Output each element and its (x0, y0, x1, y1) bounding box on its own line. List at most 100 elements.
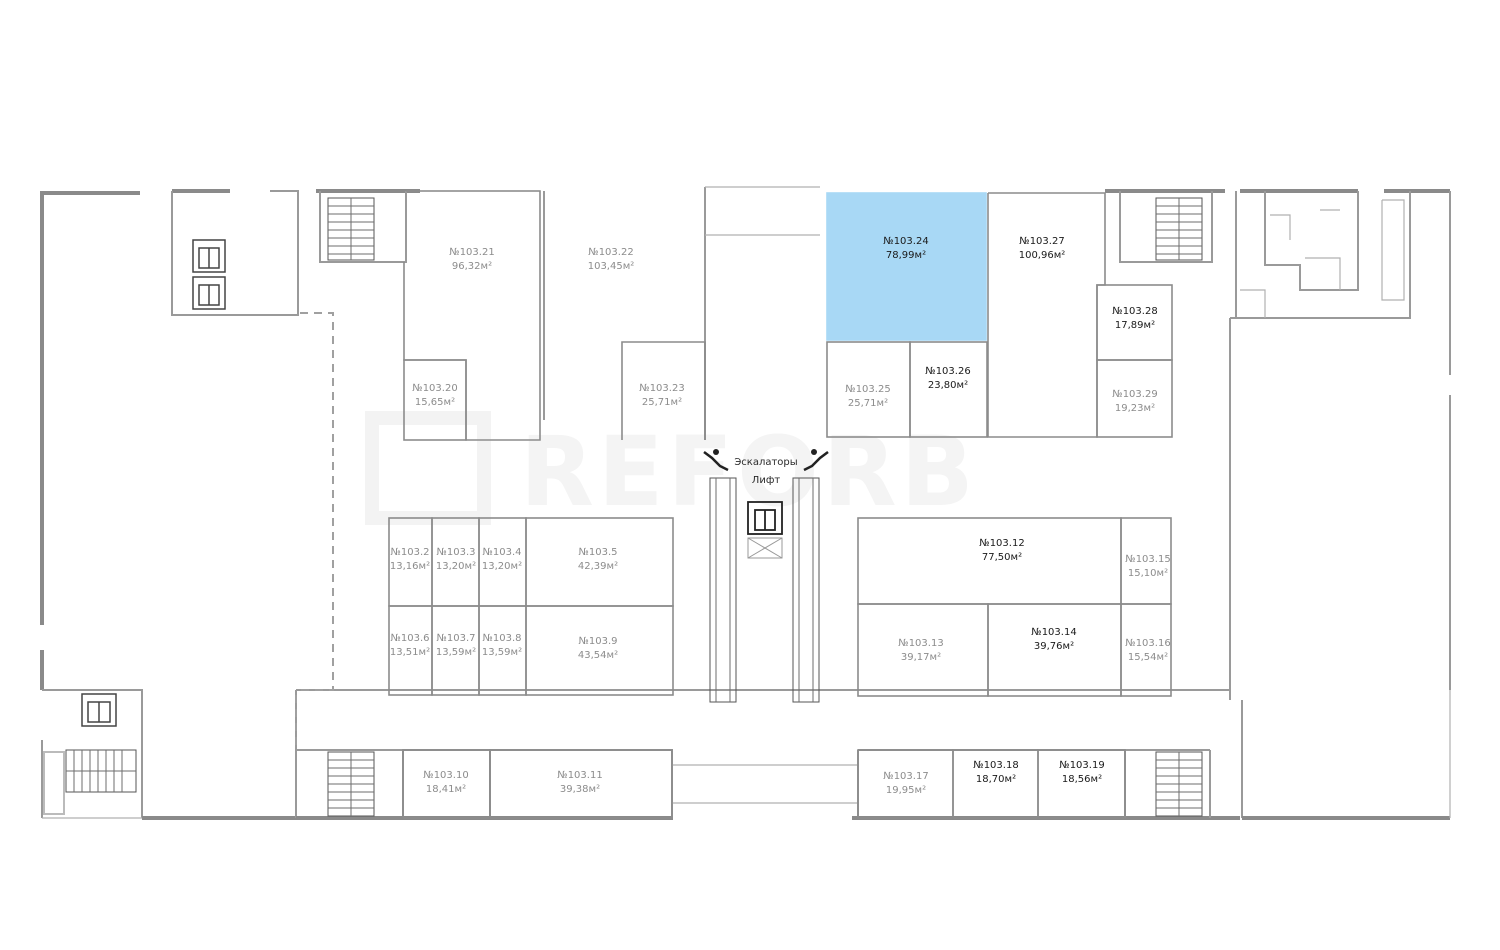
room-number: №103.10 (423, 770, 468, 781)
room-label-103-8: №103.813,59м² (482, 633, 522, 658)
room-label-103-5: №103.5 42,39м² (578, 547, 618, 572)
rooms (388, 190, 1173, 819)
room-103-11[interactable] (489, 749, 673, 819)
room-area: 13,51м² (390, 647, 430, 658)
elevator-shaft (747, 537, 783, 559)
room-103-19[interactable] (1037, 749, 1126, 819)
room-label-103-3: №103.3 13,20м² (436, 547, 476, 572)
room-area: 15,54м² (1128, 652, 1168, 663)
room-103-17[interactable] (857, 749, 954, 819)
room-103-26[interactable] (909, 341, 988, 438)
room-area: 18,56м² (1062, 774, 1102, 785)
room-area: 77,50м² (982, 552, 1022, 563)
central-core: Эскалаторы Лифт (703, 449, 829, 703)
escalators-label: Эскалаторы (734, 457, 797, 468)
room-area: 39,38м² (560, 784, 600, 795)
room-label-103-6: №103.6 13,51м² (390, 633, 430, 658)
escalator-left (709, 477, 737, 703)
watermark-brand: REFORB (520, 416, 978, 528)
room-number: №103.14 (1031, 627, 1076, 638)
room-label-103-28: №103.28 17,89м² (1112, 306, 1157, 331)
room-label-103-20: №103.20 15,65м² (412, 383, 457, 408)
room-label-103-7: №103.7 13,59м² (436, 633, 476, 658)
room-area: 13,59м² (436, 647, 476, 658)
room-number: №103.3 (436, 547, 475, 558)
room-area: 19,23м² (1115, 403, 1155, 414)
room-number: №103.11 (557, 770, 602, 781)
room-label-103-14: №103.14 39,76м² (1031, 627, 1076, 652)
room-label-103-19: №103.19 18,56м² (1059, 760, 1104, 785)
room-103-13[interactable] (857, 603, 989, 697)
elevator-icon (192, 276, 226, 310)
room-number: №103.25 (845, 384, 890, 395)
room-103-23[interactable] (621, 341, 706, 440)
room-number: №103.16 (1125, 638, 1170, 649)
room-label-103-25: №103.25 25,71м² (845, 384, 890, 409)
room-area: 78,99м² (886, 250, 926, 261)
room-number: №103.18 (973, 760, 1018, 771)
room-area: 15,65м² (415, 397, 455, 408)
room-103-24[interactable] (826, 192, 987, 341)
room-103-20[interactable] (403, 359, 467, 441)
room-area: 15,10м² (1128, 568, 1168, 579)
room-number: №103.4 (482, 547, 521, 558)
room-number: №103.12 (979, 538, 1024, 549)
room-number: №103.28 (1112, 306, 1157, 317)
room-number: №103.5 (578, 547, 617, 558)
room-number: №103.29 (1112, 389, 1157, 400)
room-area: 17,89м² (1115, 320, 1155, 331)
escalator-right (792, 477, 820, 703)
room-number: №103.7 (436, 633, 475, 644)
room-area: 13,20м² (436, 561, 476, 572)
elevator-icon (192, 239, 226, 273)
room-label-103-16: №103.16 15,54м² (1125, 638, 1170, 663)
room-number: №103.21 (449, 247, 494, 258)
room-number: №103.19 (1059, 760, 1104, 771)
room-103-29[interactable] (1096, 359, 1173, 438)
room-area: 23,80м² (928, 380, 968, 391)
room-number: №103.20 (412, 383, 457, 394)
room-area: 42,39м² (578, 561, 618, 572)
room-103-9[interactable] (525, 605, 674, 696)
room-area: 96,32м² (452, 261, 492, 272)
room-label-103-9: №103.9 43,54м² (578, 636, 618, 661)
room-label-103-2: №103.213,16м² (390, 547, 430, 572)
stair-bottom-right (1155, 751, 1203, 817)
room-label-103-4: №103.413,20м² (482, 547, 522, 572)
room-number: №103.17 (883, 771, 928, 782)
room-number: №103.9 (578, 636, 617, 647)
room-number: №103.26 (925, 366, 970, 377)
room-103-16[interactable] (1120, 603, 1172, 697)
stair-top-right (1155, 197, 1203, 261)
room-area: 103,45м² (588, 261, 635, 272)
elevator-icon[interactable] (747, 501, 783, 535)
room-area: 18,41м² (426, 784, 466, 795)
elevator-label: Лифт (752, 475, 781, 486)
elevator-icon (81, 693, 117, 727)
room-area: 25,71м² (848, 398, 888, 409)
room-area: 13,16м² (390, 561, 430, 572)
stair-left-wing (43, 749, 137, 815)
room-number: №103.24 (883, 236, 928, 247)
escalator-right-icon (803, 449, 829, 472)
room-103-27[interactable] (987, 192, 1106, 438)
stair-bottom-left (327, 751, 375, 817)
room-label-103-26: №103.26 23,80м² (925, 366, 970, 391)
room-label-103-10: №103.10 18,41м² (423, 770, 468, 795)
room-area: 19,95м² (886, 785, 926, 796)
room-number: №103.6 (390, 633, 429, 644)
escalator-left-icon (703, 449, 729, 472)
room-area: 39,76м² (1034, 641, 1074, 652)
stair-top-left (327, 197, 375, 261)
room-area: 43,54м² (578, 650, 618, 661)
room-number: №103.23 (639, 383, 684, 394)
room-label-103-17: №103.17 19,95м² (883, 771, 928, 796)
